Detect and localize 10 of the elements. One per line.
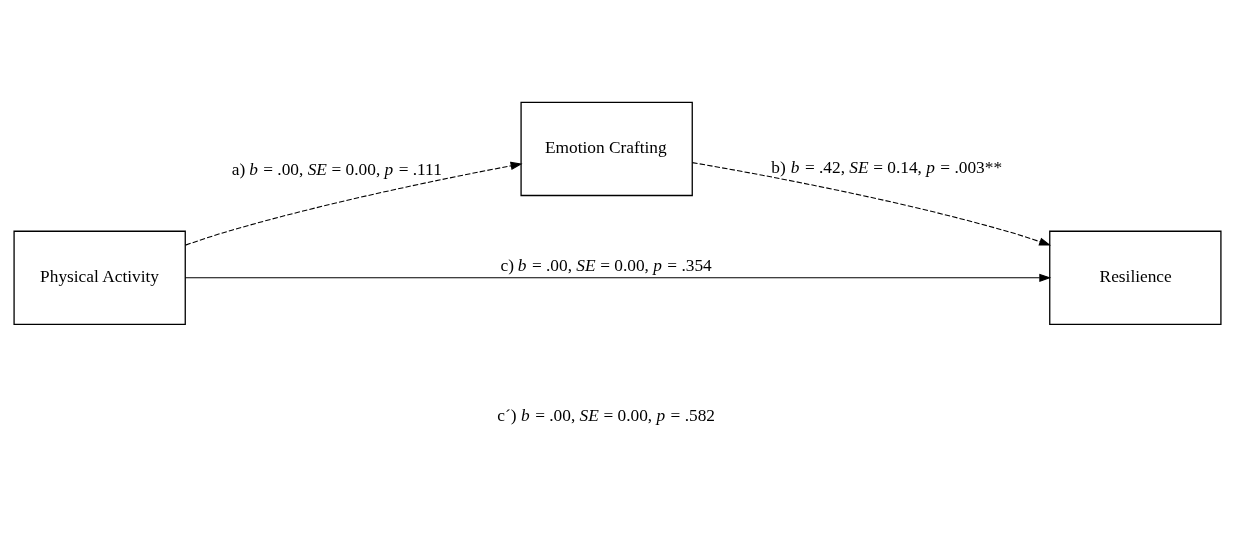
arrow <box>184 161 522 246</box>
label: c´) b = .00, SE = 0.00, p = .582 <box>496 405 715 425</box>
arrow <box>691 161 1051 246</box>
node-box: Resilience <box>1048 230 1222 325</box>
edge-label: a) b = .00, SE = 0.00, p = .111 <box>231 159 442 179</box>
arrow <box>184 273 1051 282</box>
node-box: Emotion Crafting <box>519 101 693 196</box>
edge-label: c) b = .00, SE = 0.00, p = .354 <box>500 255 712 275</box>
edge-label: b) b = .42, SE = 0.14, p = .003** <box>770 157 1002 177</box>
node-box: Physical Activity <box>12 230 186 325</box>
